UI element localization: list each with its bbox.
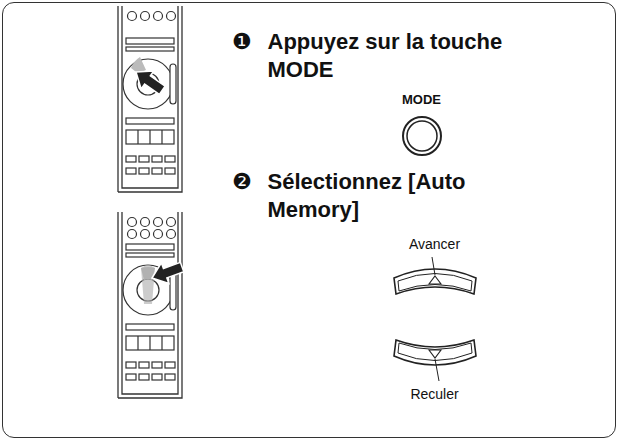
- callout-number: ❶: [232, 30, 252, 54]
- remote-button: Avancer: [392, 264, 478, 304]
- step-heading: Appuyez sur la touche MODE: [268, 28, 538, 84]
- button-shape: [392, 330, 478, 370]
- button-shape: [400, 114, 444, 158]
- remote-button: Reculer: [392, 330, 478, 370]
- callout-number: ❷: [232, 170, 252, 194]
- button-label: MODE: [402, 92, 441, 107]
- button-shape: [392, 264, 478, 304]
- step-heading: Sélectionnez [Auto Memory]: [268, 168, 538, 224]
- remote-button: MODE: [400, 114, 444, 158]
- button-label: Reculer: [410, 386, 458, 402]
- instruction-panel: Appuyez sur la touche MODE Sélectionnez […: [2, 2, 616, 438]
- button-label: Avancer: [409, 236, 460, 252]
